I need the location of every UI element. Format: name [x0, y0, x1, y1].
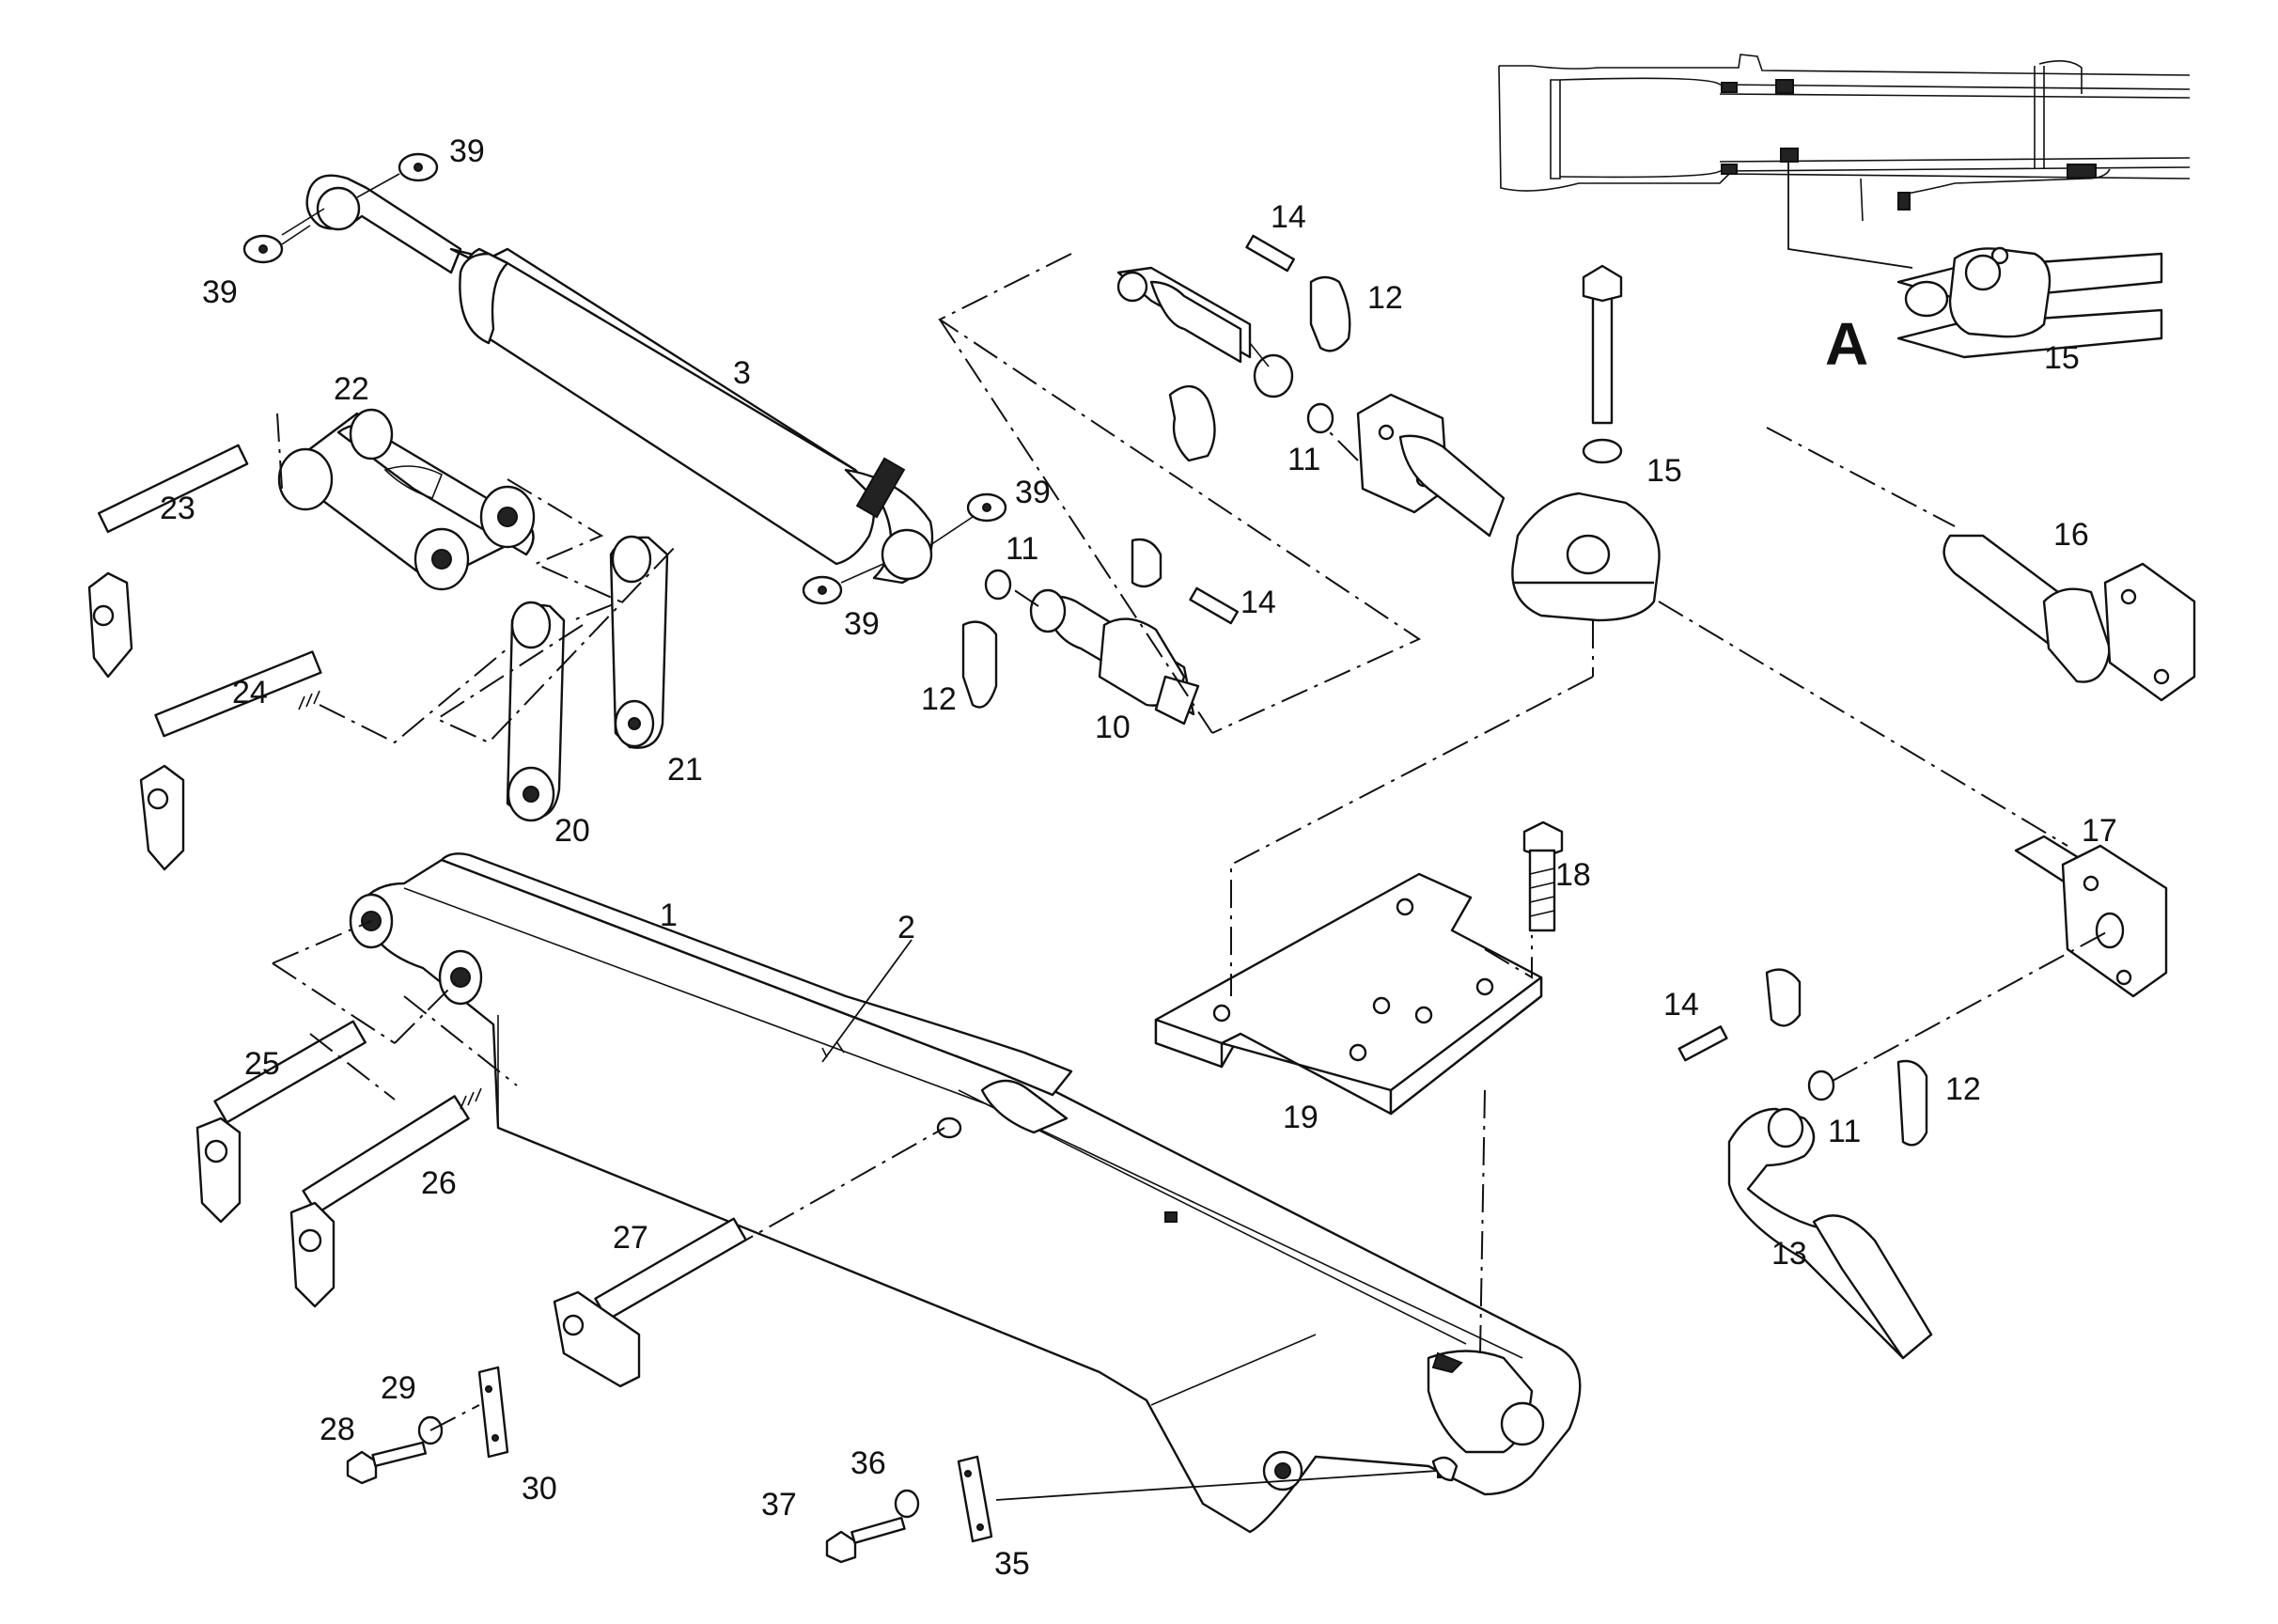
- o-ring-11-c: [1807, 1070, 1835, 1101]
- label-18: 18: [1555, 857, 1591, 893]
- label-14-b: 14: [1240, 585, 1276, 620]
- label-19: 19: [1283, 1100, 1318, 1135]
- label-35: 35: [994, 1546, 1030, 1582]
- label-15-b: 15: [2044, 340, 2080, 376]
- label-3: 3: [733, 355, 751, 391]
- label-36: 36: [850, 1445, 886, 1481]
- flange-17: [2014, 835, 2168, 998]
- label-37: 37: [761, 1487, 797, 1522]
- label-23: 23: [160, 491, 195, 526]
- o-ring-11-b: [1306, 402, 1334, 434]
- detail-label-a: A: [1825, 310, 1868, 378]
- label-21: 21: [667, 752, 703, 788]
- bolt-14-c: [1677, 1025, 1728, 1062]
- label-15-a: 15: [1646, 453, 1682, 489]
- label-39-b: 39: [202, 274, 238, 310]
- label-28: 28: [320, 1412, 355, 1447]
- label-12-a: 12: [1367, 280, 1403, 316]
- label-29: 29: [381, 1370, 416, 1406]
- clamp-12-e: [1765, 968, 1802, 1027]
- label-12-b: 12: [921, 681, 957, 717]
- label-39-a: 39: [449, 133, 485, 169]
- fastener-set-35-37: [825, 1455, 993, 1564]
- link-assembly-22: [277, 408, 536, 591]
- pin-23: [87, 444, 249, 679]
- label-20: 20: [554, 813, 590, 849]
- label-25: 25: [244, 1046, 280, 1082]
- label-27: 27: [613, 1220, 648, 1256]
- label-14-a: 14: [1271, 199, 1306, 235]
- clamp-12-d: [961, 620, 998, 709]
- flange-fitting: [1356, 393, 1506, 538]
- boom-arm-1: [349, 852, 1582, 1534]
- label-17: 17: [2082, 813, 2117, 849]
- label-14-c: 14: [1663, 987, 1699, 1023]
- label-24: 24: [232, 675, 268, 710]
- label-16: 16: [2053, 517, 2089, 553]
- pin-27: [553, 1217, 747, 1388]
- tube-16: [1943, 534, 2196, 702]
- detail-inset: [1498, 54, 2191, 359]
- label-26: 26: [421, 1165, 457, 1201]
- hose-fitting-10: [1029, 588, 1200, 726]
- label-39-d: 39: [844, 606, 880, 642]
- clamp-15: [1511, 264, 1661, 622]
- clamp-12-b: [1168, 385, 1216, 462]
- hose-13: [1727, 1107, 1933, 1360]
- mounting-plate-19: [1154, 872, 1543, 1116]
- clamp-12-f: [1896, 1059, 1928, 1147]
- label-10: 10: [1095, 710, 1131, 745]
- link-20: [506, 601, 566, 822]
- clamp-12-a: [1309, 275, 1351, 352]
- bolt-18: [1522, 820, 1564, 932]
- label-30: 30: [522, 1471, 557, 1507]
- label-1: 1: [660, 898, 678, 933]
- hose-fitting-upper: [1116, 266, 1294, 398]
- bolt-14-b: [1189, 586, 1240, 625]
- clamp-12-c: [1131, 538, 1162, 588]
- leader-lines: [272, 253, 2111, 1501]
- label-13: 13: [1771, 1236, 1807, 1272]
- pin-26: [289, 1087, 482, 1308]
- label-22: 22: [334, 371, 369, 407]
- fastener-set-28-30: [346, 1366, 509, 1485]
- bolt-14-a: [1245, 234, 1296, 273]
- o-ring-11-a: [984, 569, 1012, 601]
- label-2: 2: [897, 910, 915, 945]
- hydraulic-cylinder: [281, 174, 934, 585]
- pin-24: [139, 650, 322, 871]
- label-12-c: 12: [1945, 1071, 1981, 1107]
- label-11-b: 11: [1287, 442, 1320, 477]
- label-11-c: 11: [1828, 1114, 1861, 1149]
- link-21: [609, 535, 669, 749]
- label-39-c: 39: [1015, 475, 1051, 510]
- label-11-a: 11: [1006, 531, 1038, 567]
